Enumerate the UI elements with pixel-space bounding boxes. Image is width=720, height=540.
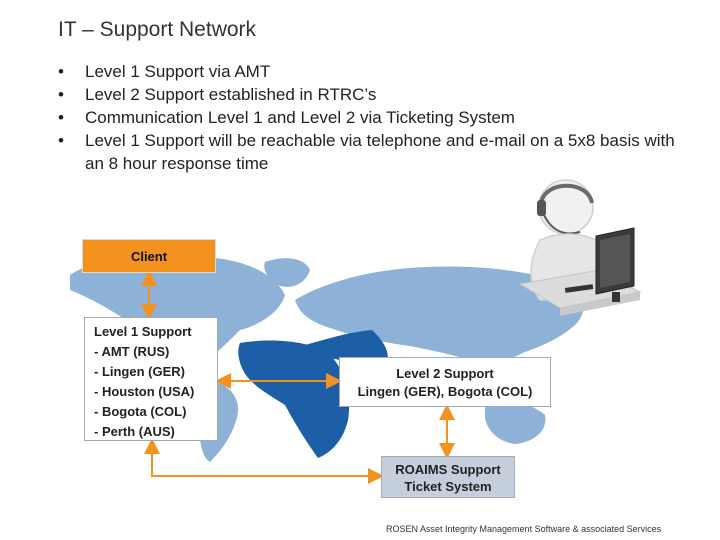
level1-line: - Bogota (COL): [94, 404, 187, 419]
world-map-icon: [70, 254, 584, 462]
roaims-support-box: ROAIMS Support Ticket System: [381, 456, 515, 498]
computer-monitor-icon: [595, 227, 635, 302]
client-box: Client: [82, 239, 216, 273]
roaims-line: Ticket System: [404, 479, 492, 494]
bullet-item: Communication Level 1 and Level 2 via Ti…: [58, 106, 678, 129]
level1-line: - Lingen (GER): [94, 364, 185, 379]
level2-line: Lingen (GER), Bogota (COL): [357, 384, 533, 399]
bullet-item: Level 1 Support will be reachable via te…: [58, 129, 678, 175]
bullet-item: Level 2 Support established in RTRC’s: [58, 83, 678, 106]
level1-line: - AMT (RUS): [94, 344, 170, 359]
arrow-level1-roaims: [144, 438, 384, 484]
bullet-list: Level 1 Support via AMT Level 2 Support …: [58, 60, 678, 175]
page-title: IT – Support Network: [58, 18, 257, 41]
level1-line: - Houston (USA): [94, 384, 195, 399]
level1-line: - Perth (AUS): [94, 424, 175, 439]
footer-text: ROSEN Asset Integrity Management Softwar…: [386, 524, 662, 534]
level2-support-box: Level 2 Support Lingen (GER), Bogota (CO…: [339, 357, 551, 407]
level1-support-box: Level 1 Support - AMT (RUS) - Lingen (GE…: [84, 317, 218, 441]
roaims-line: ROAIMS Support: [395, 462, 501, 477]
level2-line: Level 2 Support: [396, 366, 494, 381]
level1-line: Level 1 Support: [94, 324, 192, 339]
bullet-item: Level 1 Support via AMT: [58, 60, 678, 83]
